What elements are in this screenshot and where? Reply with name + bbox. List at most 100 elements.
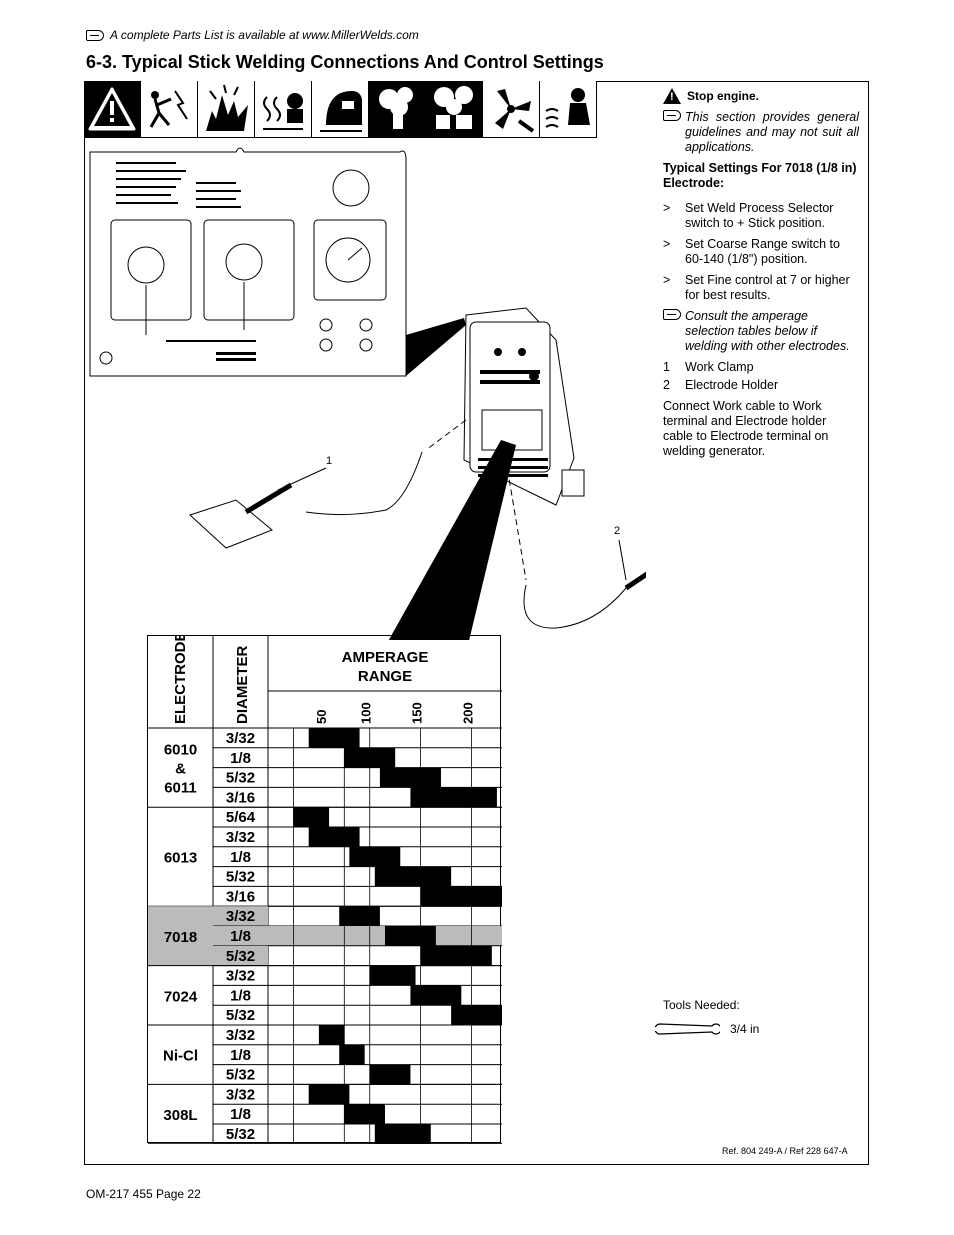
amperage-range-bar xyxy=(374,1124,431,1144)
step-1: >Set Weld Process Selector switch to + S… xyxy=(663,201,859,231)
diameter-label: 5/32 xyxy=(226,1067,255,1084)
parts-list-note: A complete Parts List is available at ww… xyxy=(86,28,419,42)
stop-engine-text: Stop engine. xyxy=(687,88,759,103)
amp-tick-label: 150 xyxy=(410,702,425,724)
callout-2: 2 xyxy=(614,525,621,537)
diameter-label: 5/64 xyxy=(226,809,256,826)
moving-parts-icon xyxy=(483,81,540,138)
electrode-header: ELECTRODE xyxy=(172,636,189,724)
amperage-range-bar xyxy=(374,866,452,887)
warning-icon xyxy=(84,81,141,138)
amp-tick-label: 200 xyxy=(460,702,475,724)
diameter-label: 5/32 xyxy=(226,869,255,886)
tools-needed-value: 3/4 in xyxy=(730,1022,760,1036)
engine-exhaust-icon xyxy=(426,81,483,138)
amperage-note: Consult the amperage selection tables be… xyxy=(663,309,859,354)
tools-needed-label: Tools Needed: xyxy=(663,998,740,1012)
general-note-text: This section provides general guidelines… xyxy=(685,110,859,154)
connect-instructions: Connect Work cable to Work terminal and … xyxy=(663,399,859,459)
amperage-range-bar xyxy=(451,1005,502,1025)
electrode-label: 308L xyxy=(163,1107,197,1124)
highlight-diameter-cell xyxy=(213,926,268,946)
instructions-column: Stop engine. This section provides gener… xyxy=(663,88,859,465)
general-note: This section provides general guidelines… xyxy=(663,110,859,155)
diameter-label: 3/32 xyxy=(226,730,255,747)
electrode-label: 7018 xyxy=(164,929,197,946)
diameter-label: 3/32 xyxy=(226,968,255,985)
amperage-range-bar xyxy=(349,846,401,867)
diameter-label: 3/32 xyxy=(226,829,255,846)
diameter-label: 5/32 xyxy=(226,1007,255,1024)
legend-num-2: 2 xyxy=(663,378,670,392)
parts-list-note-text: A complete Parts List is available at ww… xyxy=(110,28,419,42)
amperage-range-bar xyxy=(308,827,360,847)
diameter-label: 1/8 xyxy=(230,987,251,1004)
amp-tick-label: 50 xyxy=(314,710,329,724)
welding-helmet-icon xyxy=(312,81,369,138)
diameter-label: 3/16 xyxy=(226,888,255,905)
legend-item-1: 1 Work Clamp xyxy=(663,360,859,375)
diameter-header: DIAMETER xyxy=(234,646,251,725)
diameter-label: 5/32 xyxy=(226,1126,255,1143)
diameter-label: 3/32 xyxy=(226,908,255,925)
amperage-header-line2: RANGE xyxy=(358,668,412,685)
diameter-label: 3/32 xyxy=(226,1086,255,1103)
wrench-icon xyxy=(652,1022,722,1041)
pointing-hand-icon xyxy=(663,309,681,320)
amperage-range-bar xyxy=(420,945,492,966)
fire-explosion-icon xyxy=(198,81,255,138)
electrode-label: 7024 xyxy=(164,988,198,1005)
amperage-range-bar xyxy=(420,886,502,907)
stop-engine-row: Stop engine. xyxy=(663,88,859,105)
amperage-range-bar xyxy=(369,1064,411,1085)
warning-triangle-icon xyxy=(663,88,681,105)
step-2: >Set Coarse Range switch to 60-140 (1/8"… xyxy=(663,237,859,267)
hazard-icon-strip xyxy=(84,81,597,138)
step-1-text: Set Weld Process Selector switch to + St… xyxy=(685,201,834,230)
amperage-selection-chart: ELECTRODE DIAMETER AMPERAGE RANGE 50 100 150 20… xyxy=(147,635,502,1144)
settings-heading-text: Typical Settings For 7018 (1/8 in) Elect… xyxy=(663,161,857,190)
amperage-range-bar xyxy=(385,926,436,946)
amperage-range-bar xyxy=(308,1084,350,1105)
diameter-label: 1/8 xyxy=(230,928,251,945)
amperage-range-bar xyxy=(308,728,360,748)
amperage-range-bar xyxy=(318,1025,345,1045)
electric-shock-icon xyxy=(141,81,198,138)
amperage-header-line1: AMPERAGE xyxy=(342,649,429,666)
amperage-chart-svg: ELECTRODE DIAMETER AMPERAGE RANGE 50 100 150 20… xyxy=(148,636,502,1144)
electrode-label: & xyxy=(175,761,186,778)
amperage-range-bar xyxy=(379,767,441,788)
step-3-text: Set Fine control at 7 or higher for best… xyxy=(685,273,850,302)
legend-item-2: 2 Electrode Holder xyxy=(663,378,859,393)
electrode-label: 6013 xyxy=(164,850,197,867)
fumes-icon xyxy=(255,81,312,138)
diameter-label: 3/32 xyxy=(226,1027,255,1044)
amperage-range-bar xyxy=(410,985,462,1006)
diameter-label: 1/8 xyxy=(230,1047,251,1064)
exhaust-icon xyxy=(369,81,426,138)
diameter-label: 3/16 xyxy=(226,789,255,806)
electrode-label: 6011 xyxy=(164,780,197,797)
diameter-label: 1/8 xyxy=(230,1106,251,1123)
connect-text: Connect Work cable to Work terminal and … xyxy=(663,399,829,458)
amperage-range-bar xyxy=(369,965,416,986)
legend-num-1: 1 xyxy=(663,360,670,374)
highlight-diameter-cell xyxy=(213,906,268,926)
callout-1: 1 xyxy=(326,455,333,467)
amp-tick-label: 100 xyxy=(359,702,374,724)
settings-heading: Typical Settings For 7018 (1/8 in) Elect… xyxy=(663,161,859,191)
diameter-label: 5/32 xyxy=(226,770,255,787)
electrode-label: Ni-Cl xyxy=(163,1048,198,1065)
amperage-range-bar xyxy=(410,787,497,808)
diameter-label: 1/8 xyxy=(230,849,251,866)
amperage-range-bar xyxy=(344,1104,385,1124)
legend-text-2: Electrode Holder xyxy=(685,378,779,392)
amperage-range-bar xyxy=(339,906,380,926)
section-title: 6-3. Typical Stick Welding Connections A… xyxy=(86,52,604,72)
diameter-label: 1/8 xyxy=(230,750,251,767)
hot-parts-icon xyxy=(540,81,597,138)
step-2-text: Set Coarse Range switch to 60-140 (1/8")… xyxy=(685,237,840,266)
highlight-electrode-cell xyxy=(148,906,213,966)
electrode-label: 6010 xyxy=(164,742,197,759)
welding-connection-diagram xyxy=(89,147,646,640)
